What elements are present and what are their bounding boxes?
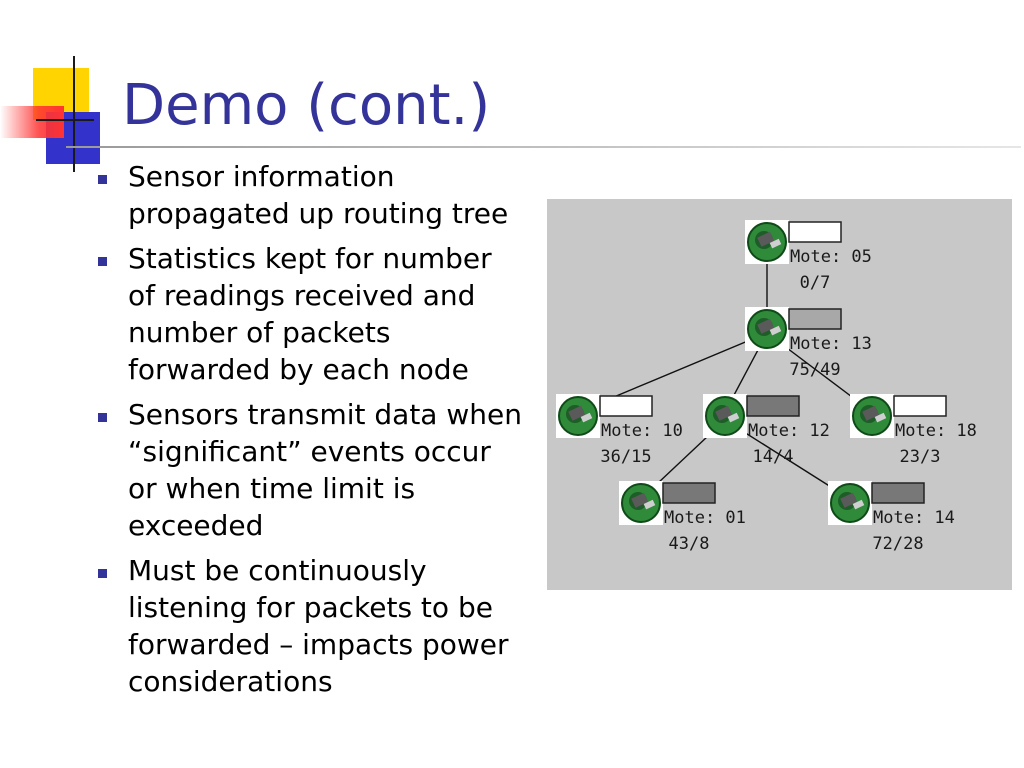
square-bullet-icon [98, 569, 107, 578]
mote-node-18: Mote: 18 23/3 [850, 394, 977, 467]
mote-battery-icon [852, 499, 865, 510]
bullet-text: Sensor information propagated up routing… [128, 160, 509, 230]
mote-battery-icon [874, 412, 887, 423]
mote-battery-icon [727, 412, 740, 423]
mote-chip-icon [568, 405, 586, 421]
bullet-item: Sensors transmit data when “significant”… [96, 396, 526, 544]
decor-horizontal-line [36, 119, 94, 121]
bullet-list: Sensor information propagated up routing… [96, 158, 526, 708]
mote-status-indicator [662, 482, 716, 504]
mote-node-12: Mote: 12 14/4 [703, 394, 830, 467]
mote-chip-icon [757, 318, 775, 334]
mote-chip-icon [840, 492, 858, 508]
mote-stats: 14/4 [753, 447, 794, 467]
decor-vertical-line [73, 56, 75, 172]
bullet-text: Sensors transmit data when “significant”… [128, 398, 522, 542]
bullet-item: Sensor information propagated up routing… [96, 158, 526, 232]
title-decoration [0, 56, 1021, 172]
mote-label: Mote: 14 [873, 508, 955, 528]
mote-label: Mote: 01 [664, 508, 746, 528]
mote-node-05: Mote: 05 0/7 [745, 220, 872, 293]
square-bullet-icon [98, 257, 107, 266]
mote-status-indicator [871, 482, 925, 504]
mote-node-10: Mote: 10 36/15 [556, 394, 683, 467]
bullet-text: Statistics kept for number of readings r… [128, 242, 492, 386]
mote-node-01: Mote: 01 43/8 [619, 481, 746, 554]
mote-stats: 72/28 [872, 534, 923, 554]
mote-status-indicator [746, 395, 800, 417]
mote-stats: 0/7 [800, 273, 831, 293]
bullet-item: Statistics kept for number of readings r… [96, 240, 526, 388]
mote-chip-icon [631, 492, 649, 508]
decor-red-bar [0, 106, 64, 138]
mote-status-indicator [893, 395, 947, 417]
mote-label: Mote: 05 [790, 247, 872, 267]
mote-label: Mote: 10 [601, 421, 683, 441]
mote-label: Mote: 12 [748, 421, 830, 441]
square-bullet-icon [98, 413, 107, 422]
mote-stats: 23/3 [900, 447, 941, 467]
mote-battery-icon [580, 412, 593, 423]
mote-label: Mote: 18 [895, 421, 977, 441]
mote-label: Mote: 13 [790, 334, 872, 354]
mote-battery-icon [769, 238, 782, 249]
bullet-text: Must be continuously listening for packe… [128, 554, 509, 698]
mote-stats: 75/49 [789, 360, 840, 380]
mote-chip-icon [862, 405, 880, 421]
slide-title: Demo (cont.) [122, 73, 491, 138]
title-rule [66, 146, 1021, 148]
mote-status-indicator [599, 395, 653, 417]
mote-chip-icon [715, 405, 733, 421]
mote-node-13: Mote: 13 75/49 [745, 307, 872, 380]
mote-battery-icon [643, 499, 656, 510]
mote-battery-icon [769, 325, 782, 336]
mote-node-14: Mote: 14 72/28 [828, 481, 955, 554]
mote-stats: 36/15 [600, 447, 651, 467]
mote-chip-icon [757, 231, 775, 247]
mote-stats: 43/8 [669, 534, 710, 554]
mote-status-indicator [788, 221, 842, 243]
bullet-item: Must be continuously listening for packe… [96, 552, 526, 700]
square-bullet-icon [98, 175, 107, 184]
mote-status-indicator [788, 308, 842, 330]
